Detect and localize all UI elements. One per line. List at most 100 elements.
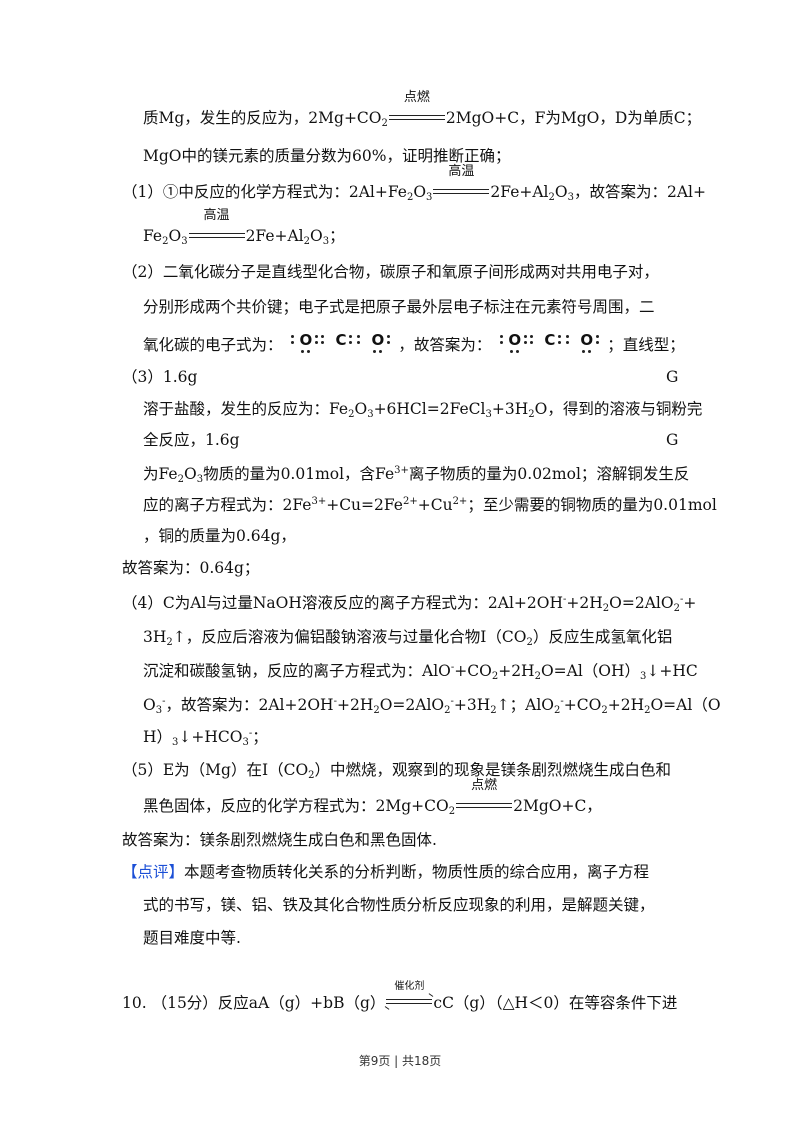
text-run: ↓+HCO <box>178 728 243 746</box>
page-footer: 第9页 | 共18页 <box>358 1054 442 1068</box>
text-run: ）反应生成氢氧化铝 <box>532 628 673 646</box>
subscript: 2 <box>526 637 533 648</box>
text-line: ，铜的质量为0.64g， <box>143 526 296 546</box>
text-run: 式的书写，镁、铝、铁及其化合物性质分析反应现象的利用，是解题关键， <box>143 896 655 914</box>
subscript: 3 <box>155 705 163 716</box>
text-line: 题目难度中等. <box>143 928 241 948</box>
superscript: - <box>679 594 684 605</box>
subscript: 2 <box>303 236 311 247</box>
text-run: O=Al（OH） <box>540 662 641 680</box>
superscript: - <box>560 696 564 707</box>
subscript: 2 <box>308 770 315 781</box>
subscript: 2 <box>644 705 651 716</box>
text-run: 2Fe+Al <box>245 227 304 245</box>
text-run: 全反应，1.6g <box>143 431 240 449</box>
co2-lewis-structure-answer: O C O <box>498 330 600 353</box>
text-line: 3H2↑，反应后溶液为偏铝酸钠溶液与过量化合物I（CO2）反应生成氢氧化铝 <box>143 627 673 648</box>
text-run: 题目难度中等. <box>143 929 241 947</box>
subscript: 3 <box>485 409 492 420</box>
text-run: O，得到的溶液与铜粉完 <box>534 400 703 418</box>
superscript: 2+ <box>452 496 468 507</box>
atom-label: C <box>335 331 347 349</box>
subscript: 2 <box>444 705 451 716</box>
text-run: 质Mg，发生的反应为，2Mg+CO <box>143 109 382 127</box>
text-run: +2H <box>336 696 374 714</box>
text-run: H） <box>143 728 173 746</box>
text-run: ；至少需要的铜物质的量为0.01mol <box>467 496 717 514</box>
text-run: （5）E为（Mg）在I（CO <box>122 761 309 779</box>
text-run: 沉淀和碳酸氢钠，反应的离子方程式为：AlO <box>143 662 451 680</box>
text-run: ）中燃烧，观察到的现象是镁条剧烈燃烧生成白色和 <box>314 761 672 779</box>
text-run: ，故答案为：2Al+ <box>573 183 706 201</box>
text-run: 本题考查物质转化关系的分析判断，物质性质的综合应用，离子方程 <box>184 863 650 881</box>
subscript: 2 <box>554 705 561 716</box>
reaction-condition: 催化剂 <box>385 981 434 1013</box>
text-run: 物质的量为0.01mol，含Fe <box>203 465 395 483</box>
text-line: 全反应，1.6g <box>143 430 240 450</box>
text-run: MgO中的镁元素的质量分数为60%，证明推断正确； <box>143 147 511 165</box>
atom-label: O <box>371 331 385 349</box>
text-line: G <box>666 430 678 450</box>
text-run: +CO <box>454 662 492 680</box>
text-line: 溶于盐酸，发生的反应为：Fe2O3+6HCl=2FeCl3+3H2O，得到的溶液… <box>143 400 703 420</box>
text-run: （4）C为Al与过量NaOH溶液反应的离子方程式为：2Al+2OH <box>122 594 563 612</box>
text-run: +CO <box>563 696 602 714</box>
text-line: O3-，故答案为：2Al+2OH-+2H2O=2AlO2-+3H2↑；AlO2-… <box>143 695 721 716</box>
subscript: 2 <box>162 236 169 247</box>
text-run: 2MgO+C，F为MgO，D为单质C； <box>445 109 702 127</box>
text-line: 氧化碳的电子式为： O C O ，故答案为： O C O <box>143 330 685 355</box>
text-run: Fe <box>143 227 163 245</box>
text-run: 分别形成两个共价键；电子式是把原子最外层电子标注在元素符号周围，二 <box>143 298 655 316</box>
text-run: 黑色固体，反应的化学方程式为：2Mg+CO <box>143 797 449 815</box>
subscript: 3 <box>367 409 374 420</box>
superscript: - <box>248 728 253 739</box>
subscript: 3 <box>181 236 188 247</box>
text-line: MgO中的镁元素的质量分数为60%，证明推断正确； <box>143 146 510 166</box>
reaction-condition: 点燃 <box>388 91 445 128</box>
text-line: 分别形成两个共价键；电子式是把原子最外层电子标注在元素符号周围，二 <box>143 297 655 317</box>
condition-label: 高温 <box>203 208 230 223</box>
reaction-condition: 高温 <box>188 209 245 246</box>
text-line: 式的书写，镁、铝、铁及其化合物性质分析反应现象的利用，是解题关键， <box>143 895 655 915</box>
subscript: 2 <box>602 603 610 614</box>
text-run: ↑，反应后溶液为偏铝酸钠溶液与过量化合物I（CO <box>172 628 527 646</box>
condition-label: 高温 <box>448 164 475 179</box>
subscript: 2 <box>528 409 535 420</box>
subscript: 2 <box>534 671 541 682</box>
subscript: 3 <box>172 737 179 748</box>
text-run: O=Al（O <box>650 696 721 714</box>
text-line: H）3↓+HCO3-； <box>143 727 268 748</box>
text-line: G <box>666 367 678 387</box>
text-run: O <box>143 696 156 714</box>
text-run: O=2AlO <box>609 594 674 612</box>
text-line: （5）E为（Mg）在I（CO2）中燃烧，观察到的现象是镁条剧烈燃烧生成白色和 <box>122 760 672 781</box>
co2-lewis-structure: O C O <box>289 330 391 353</box>
subscript: 2 <box>166 637 173 648</box>
text-run: +Cu=2Fe <box>326 496 403 514</box>
atom-label: O <box>580 331 594 349</box>
text-run: +2H <box>607 696 645 714</box>
text-line: 为Fe2O3物质的量为0.01mol，含Fe3+离子物质的量为0.02mol；溶… <box>143 465 690 485</box>
subscript: 3 <box>640 671 647 682</box>
superscript: 2+ <box>402 496 418 507</box>
text-run: 故答案为：镁条剧烈燃烧生成白色和黑色固体. <box>122 831 437 849</box>
text-run: 2MgO+C， <box>513 797 602 815</box>
superscript: - <box>563 594 567 605</box>
superscript: - <box>333 696 337 707</box>
atom-label: O <box>299 331 313 349</box>
atom-label: C <box>544 331 556 349</box>
text-run: O=2AlO <box>379 696 445 714</box>
text-run: （1）①中反应的化学方程式为：2Al+Fe <box>122 183 407 201</box>
superscript: - <box>162 696 166 707</box>
text-run: ； <box>252 728 268 746</box>
text-run: 应的离子方程式为：2Fe <box>143 496 312 514</box>
text-run: +3H <box>453 696 491 714</box>
text-run: 2Fe+Al <box>490 183 549 201</box>
subscript: 2 <box>490 705 497 716</box>
text-line: 沉淀和碳酸氢钠，反应的离子方程式为：AlO-+CO2+2H2O=Al（OH）3↓… <box>143 661 698 682</box>
superscript: 3+ <box>394 465 409 476</box>
text-line: 【点评】本题考查物质转化关系的分析判断，物质性质的综合应用，离子方程 <box>122 862 649 882</box>
